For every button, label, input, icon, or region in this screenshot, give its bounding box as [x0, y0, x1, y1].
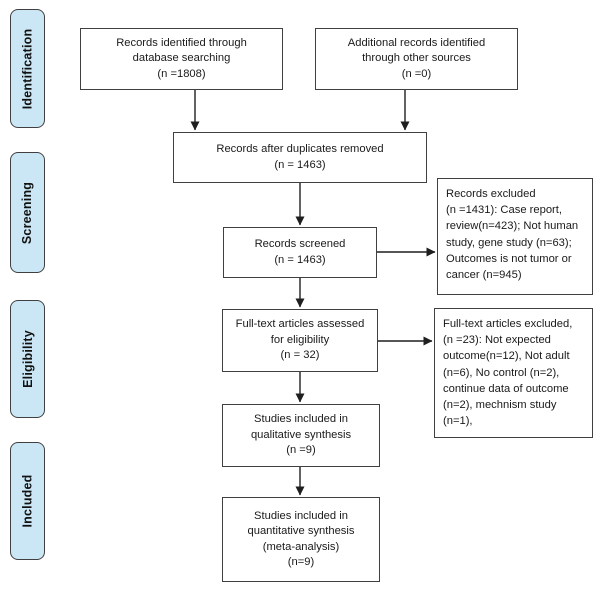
box-fulltext-assessed: Full-text articles assessed for eligibil… — [222, 309, 378, 372]
stage-screening: Screening — [10, 152, 45, 273]
box-records-identified-database-text: Records identified through database sear… — [116, 36, 247, 80]
box-fulltext-excluded: Full-text articles excluded, (n =23): No… — [434, 308, 593, 438]
box-quantitative-synthesis: Studies included in quantitative synthes… — [222, 497, 380, 582]
box-records-screened: Records screened (n = 1463) — [223, 227, 377, 278]
box-fulltext-excluded-text: Full-text articles excluded, (n =23): No… — [443, 318, 573, 428]
box-records-excluded-text: Records excluded (n =1431): Case report,… — [446, 188, 579, 282]
box-records-screened-text: Records screened (n = 1463) — [254, 238, 346, 266]
box-after-duplicates-removed: Records after duplicates removed (n = 14… — [173, 132, 427, 183]
box-after-duplicates-removed-text: Records after duplicates removed (n = 14… — [216, 143, 384, 171]
box-additional-records: Additional records identified through ot… — [315, 28, 518, 90]
box-qualitative-synthesis: Studies included in qualitative synthesi… — [222, 404, 380, 467]
stage-included: Included — [10, 442, 45, 560]
stage-included-label: Included — [20, 474, 35, 528]
stage-eligibility-label: Eligibility — [20, 330, 35, 388]
box-fulltext-assessed-text: Full-text articles assessed for eligibil… — [235, 318, 365, 362]
stage-identification-label: Identification — [20, 28, 35, 109]
box-additional-records-text: Additional records identified through ot… — [347, 36, 486, 80]
box-quantitative-synthesis-text: Studies included in quantitative synthes… — [247, 509, 355, 569]
box-records-excluded: Records excluded (n =1431): Case report,… — [437, 178, 593, 295]
stage-eligibility: Eligibility — [10, 300, 45, 418]
stage-identification: Identification — [10, 9, 45, 128]
box-qualitative-synthesis-text: Studies included in qualitative synthesi… — [250, 413, 352, 457]
box-records-identified-database: Records identified through database sear… — [80, 28, 283, 90]
stage-screening-label: Screening — [20, 181, 35, 244]
